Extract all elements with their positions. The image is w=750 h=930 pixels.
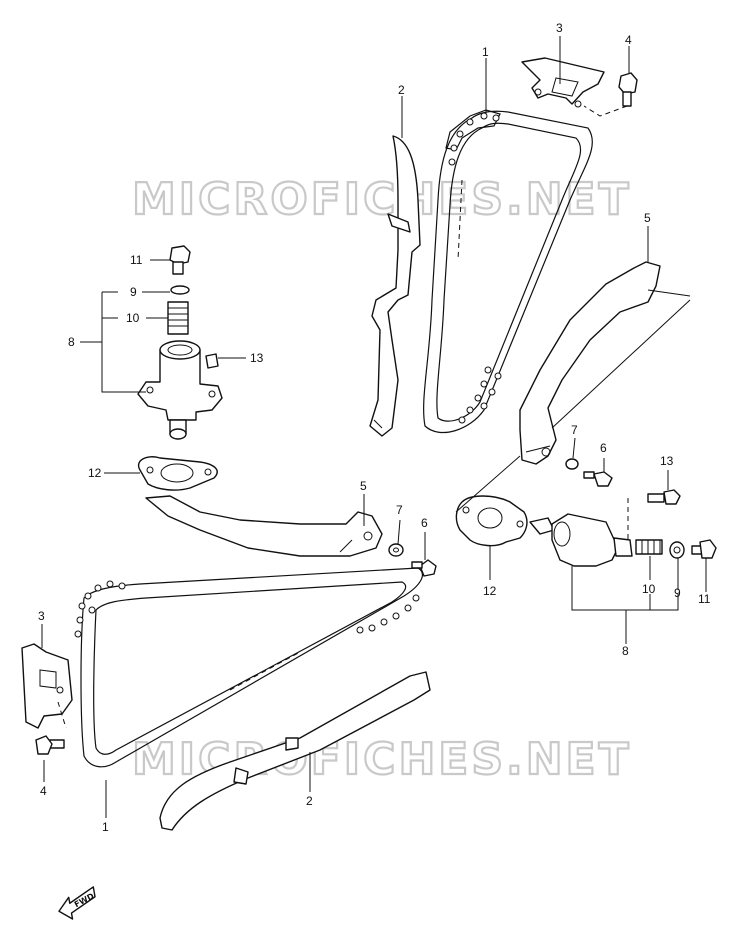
callout-9-right: 9	[674, 586, 681, 600]
callout-7-right: 7	[571, 423, 578, 437]
bolt-right	[583, 471, 613, 487]
callout-11-right: 11	[698, 592, 711, 606]
callout-3-bottom: 3	[38, 609, 45, 623]
callout-2-top: 2	[398, 83, 405, 97]
callout-3-top: 3	[556, 21, 563, 35]
callouts: 3 4 1 2 5 11 9 10 8 13 12 5 7 6 7 6 13 1…	[38, 21, 711, 834]
callout-5-top: 5	[644, 211, 651, 225]
forward-arrow-icon: FWD	[58, 886, 96, 920]
callout-4-bottom: 4	[40, 784, 47, 798]
callout-12-right: 12	[483, 584, 497, 598]
bolt-top	[583, 72, 638, 117]
callout-8-left: 8	[68, 335, 75, 349]
callout-10-left: 10	[126, 311, 140, 325]
tensioner-assembly-left	[137, 245, 223, 440]
plug-bolt-right	[647, 489, 681, 505]
callout-1-bottom: 1	[102, 820, 109, 834]
bolt-right-11	[691, 539, 717, 559]
washer-mid	[388, 543, 404, 557]
cam-chain-bottom	[74, 567, 423, 768]
chain-tensioner-arm-mid	[145, 495, 383, 557]
leader-lines	[41, 36, 707, 818]
chain-guide-bracket-top	[521, 57, 605, 108]
callout-13-right: 13	[660, 454, 674, 468]
gasket-right	[455, 455, 528, 547]
callout-8-right: 8	[622, 644, 629, 658]
bolt-mid	[411, 559, 437, 577]
callout-11-left: 11	[130, 253, 143, 267]
callout-12-left: 12	[88, 466, 102, 480]
tensioner-assembly-right	[529, 498, 633, 567]
callout-10-right: 10	[642, 582, 656, 596]
callout-4-top: 4	[625, 33, 632, 47]
callout-5-mid: 5	[360, 479, 367, 493]
callout-6-right: 6	[600, 441, 607, 455]
washer-right	[565, 458, 579, 470]
chain-guide-bracket-bottom	[21, 643, 73, 729]
chain-guide-top	[369, 135, 421, 437]
chain-guide-bottom	[159, 671, 431, 831]
spring-right	[635, 539, 663, 555]
watermark-top: MICROFICHES.NET	[132, 174, 632, 225]
callout-1-top: 1	[482, 45, 489, 59]
callout-13-left: 13	[250, 351, 264, 365]
bolt-bottom	[35, 735, 65, 755]
chain-tensioner-arm-top	[519, 261, 691, 465]
callout-7-mid: 7	[396, 503, 403, 517]
cam-chain-top	[423, 109, 593, 434]
callout-2-bottom: 2	[306, 794, 313, 808]
washer-right-9	[669, 541, 685, 559]
gasket-left	[137, 456, 218, 491]
callout-6-mid: 6	[421, 516, 428, 530]
callout-9-left: 9	[130, 285, 137, 299]
